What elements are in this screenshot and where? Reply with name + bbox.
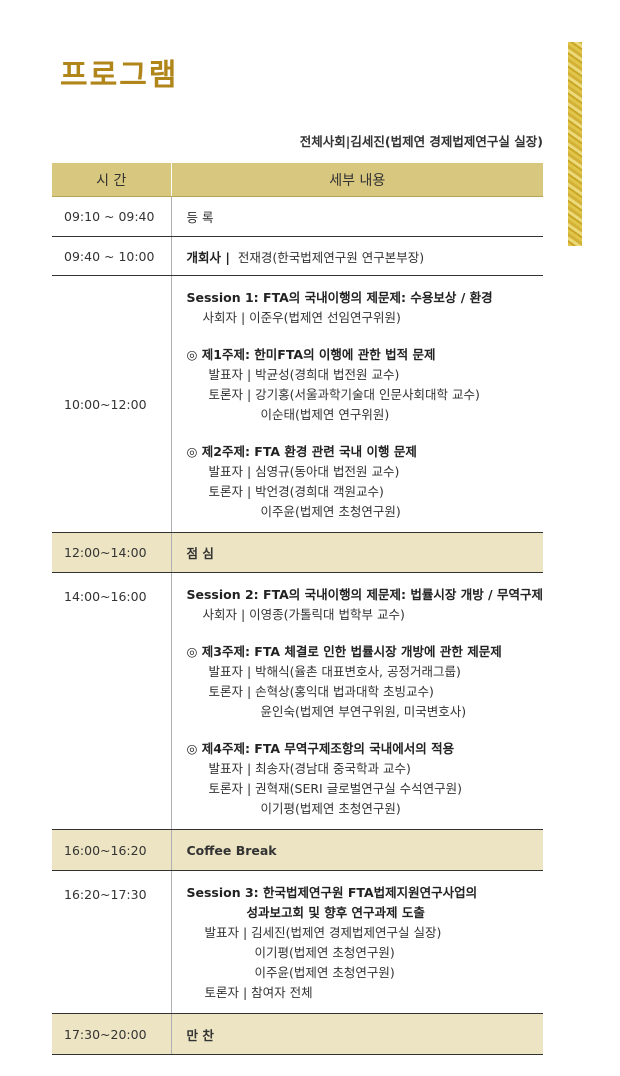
table-row: 10:00~12:00 Session 1: FTA의 국내이행의 제문제: 수…	[52, 275, 543, 533]
table-row: 14:00~16:00 Session 2: FTA의 국내이행의 제문제: 법…	[52, 572, 543, 830]
table-row: 17:30~20:00 만 찬	[52, 1013, 543, 1055]
discussant-line: 이기평(법제연 초청연구원)	[260, 801, 401, 816]
time-cell: 16:20~17:30	[52, 870, 172, 1014]
presenter-line: 발표자 | 심영규(동아대 법전원 교수)	[208, 464, 400, 479]
topic-title: ◎ 제4주제: FTA 무역구제조항의 국내에서의 적용	[186, 741, 455, 756]
opening-speaker: 전재경(한국법제연구원 연구본부장)	[237, 249, 425, 265]
table-row: 09:10 ~ 09:40 등 록	[52, 196, 543, 237]
table-row: 12:00~14:00 점 심	[52, 532, 543, 573]
table-row: 09:40 ~ 10:00 개회사 | 전재경(한국법제연구원 연구본부장)	[52, 236, 543, 276]
header-time: 시 간	[52, 163, 172, 197]
gold-pattern-strip	[568, 42, 582, 246]
session-title: Session 2: FTA의 국내이행의 제문제: 법률시장 개방 / 무역구…	[186, 587, 543, 602]
program-table: 시 간 세부 내용 09:10 ~ 09:40 등 록 09:40 ~ 10:0…	[52, 163, 543, 1055]
detail-cell: 만 찬	[171, 1013, 543, 1055]
topic-title: ◎ 제1주제: 한미FTA의 이행에 관한 법적 문제	[186, 347, 436, 362]
table-row: 16:20~17:30 Session 3: 한국법제연구원 FTA법제지원연구…	[52, 870, 543, 1014]
time-cell: 14:00~16:00	[52, 572, 172, 830]
discussant-line: 이주윤(법제연 초청연구원)	[260, 504, 401, 519]
detail-cell: 개회사 | 전재경(한국법제연구원 연구본부장)	[171, 236, 543, 276]
session-title: Session 3: 한국법제연구원 FTA법제지원연구사업의	[186, 885, 478, 900]
session-title: Session 1: FTA의 국내이행의 제문제: 수용보상 / 환경	[186, 290, 493, 305]
topic-title: ◎ 제3주제: FTA 체결로 인한 법률시장 개방에 관한 제문제	[186, 644, 502, 659]
discussant-line: 토론자 | 강기홍(서울과학기술대 인문사회대학 교수)	[208, 387, 480, 402]
time-cell: 17:30~20:00	[52, 1013, 172, 1055]
detail-cell: 등 록	[171, 196, 543, 237]
presenter-line: 발표자 | 최송자(경남대 중국학과 교수)	[208, 761, 411, 776]
table-header-row: 시 간 세부 내용	[52, 163, 543, 197]
detail-cell: Coffee Break	[171, 829, 543, 871]
discussant-line: 이순태(법제연 연구위원)	[260, 407, 390, 422]
discussant-line: 토론자 | 권혁재(SERI 글로벌연구실 수석연구원)	[208, 781, 463, 796]
time-cell: 09:10 ~ 09:40	[52, 196, 172, 237]
detail-cell: Session 1: FTA의 국내이행의 제문제: 수용보상 / 환경 사회자…	[171, 275, 543, 533]
opening-label: 개회사 |	[186, 249, 230, 265]
session-title-cont: 성과보고회 및 향후 연구과제 도출	[246, 905, 425, 920]
presenter-line: 발표자 | 김세진(법제연 경제법제연구실 실장)	[204, 925, 442, 940]
discussant-line: 토론자 | 참여자 전체	[204, 985, 313, 1000]
presenter-line: 발표자 | 박균성(경희대 법전원 교수)	[208, 367, 400, 382]
detail-cell: Session 2: FTA의 국내이행의 제문제: 법률시장 개방 / 무역구…	[171, 572, 543, 830]
topic-title: ◎ 제2주제: FTA 환경 관련 국내 이행 문제	[186, 444, 417, 459]
time-cell: 12:00~14:00	[52, 532, 172, 573]
chair-line: 사회자 | 이준우(법제연 선임연구위원)	[202, 310, 401, 325]
detail-cell: Session 3: 한국법제연구원 FTA법제지원연구사업의 성과보고회 및 …	[171, 870, 543, 1014]
detail-cell: 점 심	[171, 532, 543, 573]
presenter-line: 발표자 | 박해식(율촌 대표변호사, 공정거래그룹)	[208, 664, 461, 679]
table-row: 16:00~16:20 Coffee Break	[52, 829, 543, 871]
presenter-line: 이기평(법제연 초청연구원)	[254, 945, 395, 960]
header-detail: 세부 내용	[171, 163, 543, 197]
time-cell: 09:40 ~ 10:00	[52, 236, 172, 276]
chair-line: 사회자 | 이영종(가톨릭대 법학부 교수)	[202, 607, 405, 622]
discussant-line: 윤인숙(법제연 부연구위원, 미국변호사)	[260, 704, 467, 719]
overall-moderator: 전체사회|김세진(법제연 경제법제연구실 실장)	[299, 134, 543, 149]
presenter-line: 이주윤(법제연 초청연구원)	[254, 965, 395, 980]
page-title: 프로그램	[60, 58, 179, 93]
time-cell: 16:00~16:20	[52, 829, 172, 871]
discussant-line: 토론자 | 손혁상(홍익대 법과대학 초빙교수)	[208, 684, 434, 699]
time-cell: 10:00~12:00	[52, 275, 172, 533]
discussant-line: 토론자 | 박언경(경희대 객원교수)	[208, 484, 384, 499]
